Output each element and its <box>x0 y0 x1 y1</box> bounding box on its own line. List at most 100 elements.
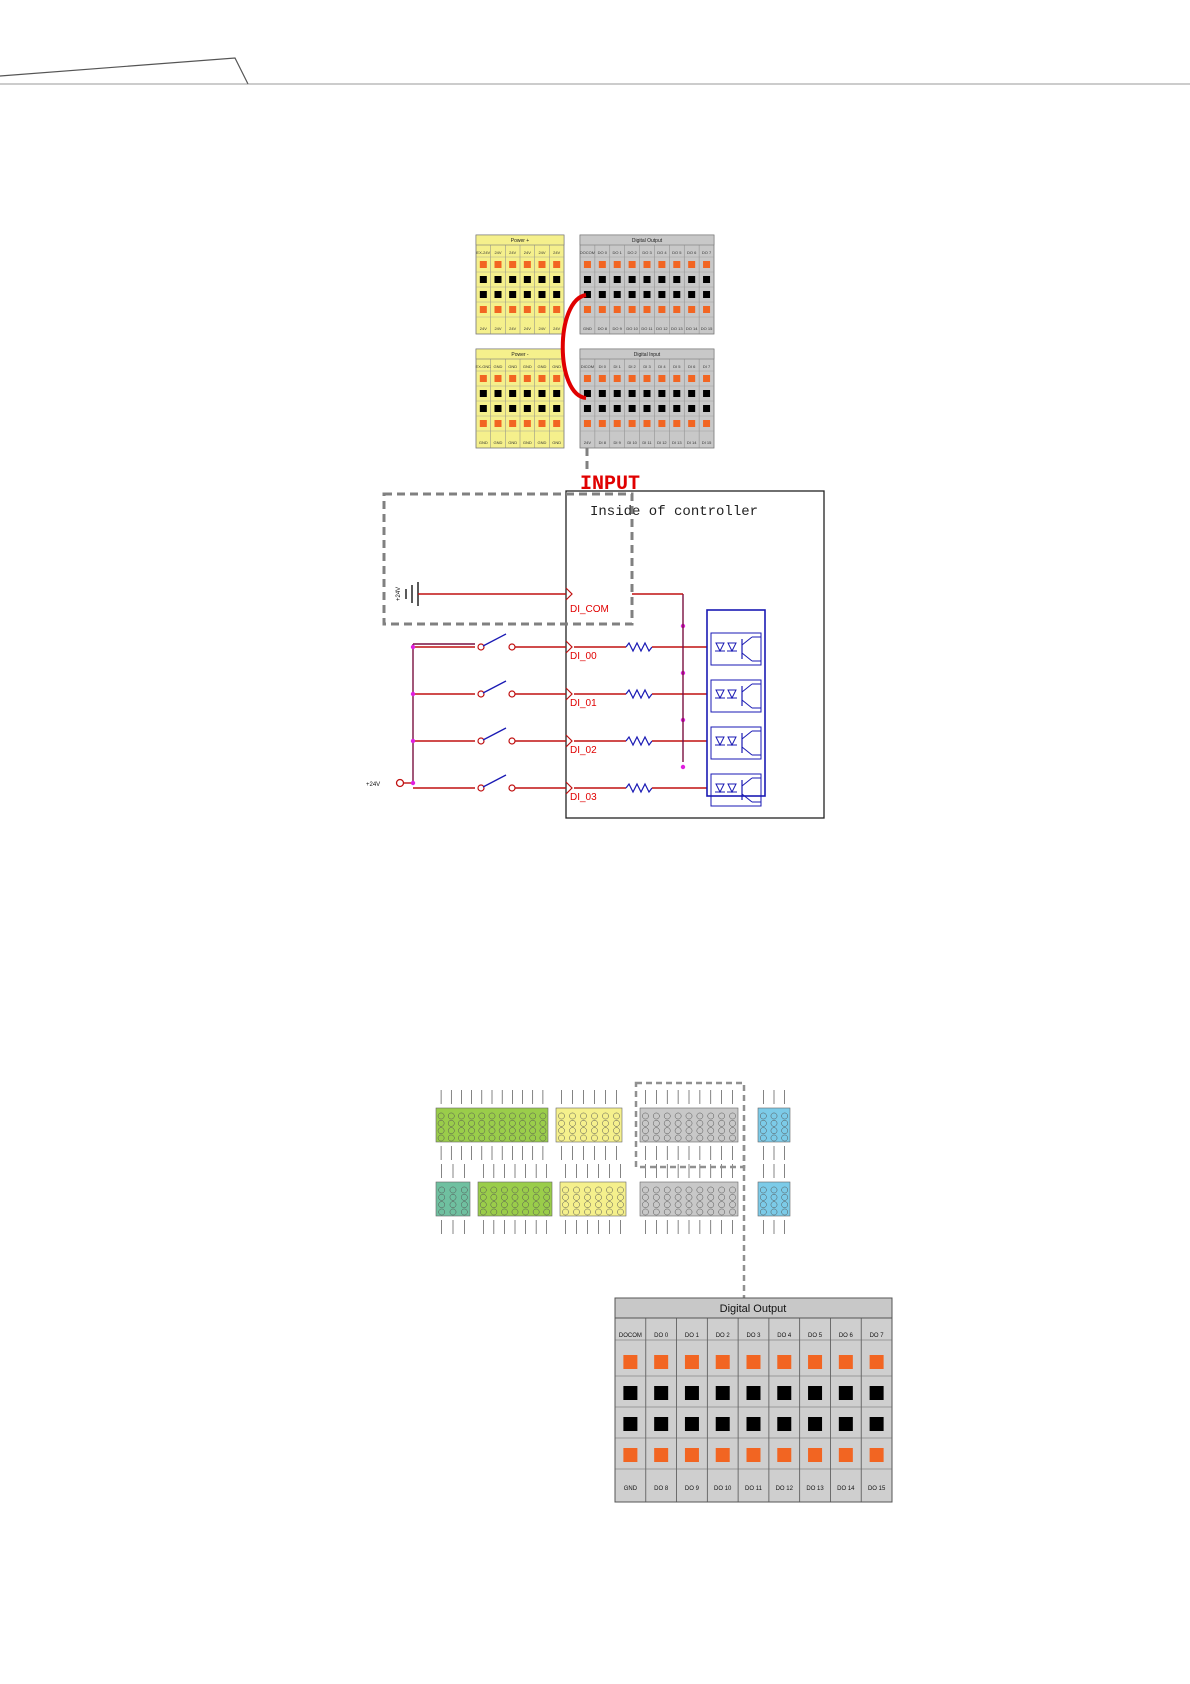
release-tab <box>538 420 546 427</box>
screw-terminal <box>777 1386 792 1400</box>
release-tab <box>553 261 561 268</box>
terminal-label: DI 4 <box>658 364 666 369</box>
screw-terminal <box>509 291 517 298</box>
signal-di-com: DI_COM <box>570 604 609 615</box>
supply-label: +24V <box>366 782 380 788</box>
terminal-label: DI 14 <box>687 440 697 445</box>
screw-terminal <box>643 405 651 412</box>
screw-terminal <box>673 390 681 397</box>
power-plus-block-title: Power + <box>511 238 530 244</box>
release-tab <box>673 420 681 427</box>
release-tab <box>628 306 636 313</box>
screw-terminal <box>613 405 621 412</box>
terminal-label: DO 3 <box>642 250 652 255</box>
release-tab <box>684 1448 699 1462</box>
screw-terminal <box>658 405 666 412</box>
screw-terminal <box>715 1386 730 1400</box>
screw-terminal <box>598 405 606 412</box>
release-tab <box>509 261 517 268</box>
screw-terminal <box>688 291 696 298</box>
terminal-label: GND <box>538 364 547 369</box>
release-tab <box>688 420 696 427</box>
screw-terminal <box>479 291 487 298</box>
terminal-label: DO 13 <box>671 326 683 331</box>
terminal-label: 24V <box>494 250 501 255</box>
release-tab <box>643 375 651 382</box>
screw-terminal <box>703 405 711 412</box>
optocoupler <box>710 773 762 807</box>
terminal-label: DO 11 <box>641 326 653 331</box>
terminal-label: 24V <box>509 326 516 331</box>
screw-terminal <box>553 276 561 283</box>
screw-terminal <box>523 390 531 397</box>
release-tab <box>777 1355 792 1369</box>
terminal-label: GND <box>523 440 532 445</box>
screw-terminal <box>479 390 487 397</box>
screw-terminal <box>623 1417 638 1431</box>
release-tab <box>688 375 696 382</box>
screw-terminal <box>628 405 636 412</box>
release-tab <box>673 261 681 268</box>
release-tab <box>553 420 561 427</box>
release-tab <box>583 420 591 427</box>
release-tab <box>654 1355 669 1369</box>
terminal-label: DO 12 <box>656 326 668 331</box>
terminal-label: DO 1 <box>613 250 623 255</box>
switch-contact <box>482 680 507 694</box>
release-tab <box>838 1355 853 1369</box>
release-tab <box>838 1448 853 1462</box>
release-tab <box>673 306 681 313</box>
terminal-label: 24V <box>538 326 545 331</box>
release-tab <box>643 261 651 268</box>
do-terminal-label: DO 3 <box>746 1333 761 1339</box>
optocoupler <box>710 726 762 760</box>
release-tab <box>808 1448 823 1462</box>
release-tab <box>523 261 531 268</box>
dashed-region <box>382 492 634 626</box>
release-tab <box>808 1355 823 1369</box>
release-tab <box>553 306 561 313</box>
terminal-label: DO 14 <box>686 326 698 331</box>
terminal-label: DO 6 <box>687 250 697 255</box>
release-tab <box>869 1448 884 1462</box>
overview-block-cyan-1 <box>757 1090 791 1160</box>
screw-terminal <box>613 276 621 283</box>
power-plus-block: Power +EX-24V24V24V24V24V24V24V24V24V24V… <box>475 234 565 335</box>
do-terminal-label: DO 12 <box>776 1486 794 1492</box>
input-channel-1 <box>410 670 707 701</box>
release-tab <box>538 375 546 382</box>
signal-di-03: DI_03 <box>570 792 597 803</box>
terminal-label: DI 13 <box>672 440 682 445</box>
screw-terminal <box>494 291 502 298</box>
terminal-label: 24V <box>509 250 516 255</box>
release-tab <box>658 261 666 268</box>
release-tab <box>598 375 606 382</box>
release-tab <box>777 1448 792 1462</box>
screw-terminal <box>553 291 561 298</box>
screw-terminal <box>598 276 606 283</box>
detail-title: Digital Output <box>720 1303 787 1315</box>
terminal-label: GND <box>552 440 561 445</box>
do-terminal-label: DO 5 <box>808 1333 823 1339</box>
release-tab <box>538 306 546 313</box>
overview-block-teal-2 <box>435 1164 471 1234</box>
screw-terminal <box>688 390 696 397</box>
release-tab <box>869 1355 884 1369</box>
overview-block-yellow-1 <box>555 1090 623 1160</box>
release-tab <box>746 1355 761 1369</box>
terminal-label: DO 15 <box>701 326 713 331</box>
screw-terminal <box>628 276 636 283</box>
do-terminal-label: DO 2 <box>716 1333 731 1339</box>
input-channel-2 <box>410 717 707 748</box>
release-tab <box>613 306 621 313</box>
overview-block-gray-1 <box>639 1090 739 1160</box>
screw-terminal <box>509 390 517 397</box>
terminal-label: DO 7 <box>702 250 712 255</box>
screw-terminal <box>494 405 502 412</box>
screw-terminal <box>553 390 561 397</box>
optocoupler-block <box>706 609 766 797</box>
release-tab <box>715 1355 730 1369</box>
screw-terminal <box>838 1386 853 1400</box>
